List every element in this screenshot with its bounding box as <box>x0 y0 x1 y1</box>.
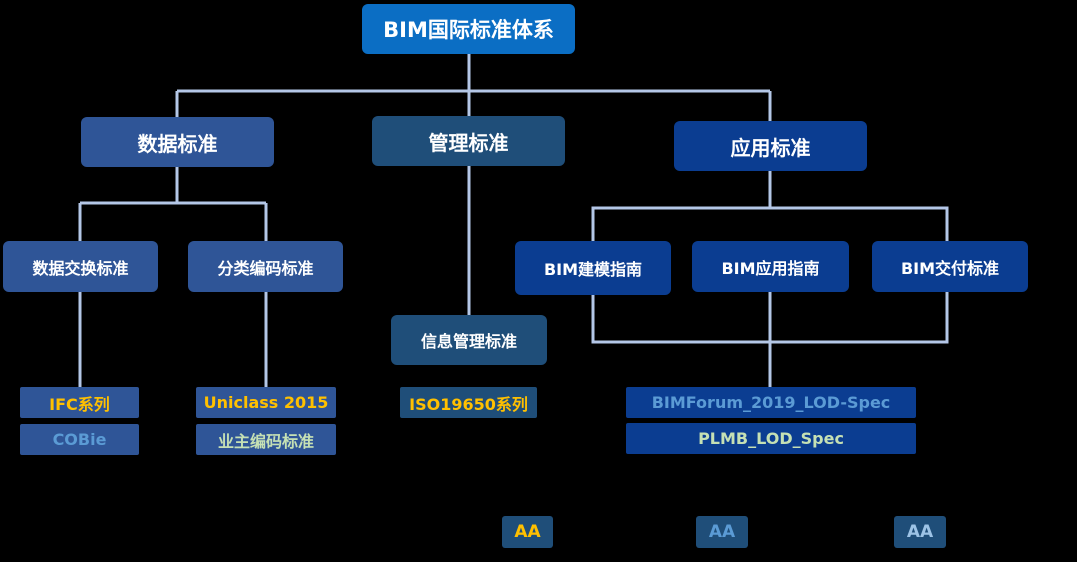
category-application-standard: 应用标准 <box>674 121 867 171</box>
subcategory-bim-delivery: BIM交付标准 <box>872 241 1028 292</box>
standard-cobie: COBie <box>20 424 139 455</box>
subcategory-bim-application: BIM应用指南 <box>692 241 849 292</box>
standard-uniclass: Uniclass 2015 <box>196 387 336 418</box>
connector-application-frame <box>591 206 949 241</box>
category-management-standard: 管理标准 <box>372 116 565 166</box>
subcategory-data-exchange: 数据交换标准 <box>3 241 158 292</box>
category-data-standard: 数据标准 <box>81 117 274 167</box>
standard-iso19650: ISO19650系列 <box>400 387 537 418</box>
standard-owner-code: 业主编码标准 <box>196 424 336 455</box>
badge-aa-3: AA <box>894 516 946 548</box>
badge-aa-1: AA <box>502 516 553 548</box>
standard-plmb: PLMB_LOD_Spec <box>626 423 916 454</box>
badge-aa-2: AA <box>696 516 748 548</box>
standard-bimforum: BIMForum_2019_LOD-Spec <box>626 387 916 418</box>
subcategory-bim-modeling: BIM建模指南 <box>515 241 671 295</box>
subcategory-info-management: 信息管理标准 <box>391 315 547 365</box>
root-node: BIM国际标准体系 <box>362 4 575 54</box>
standard-ifc: IFC系列 <box>20 387 139 418</box>
subcategory-classification: 分类编码标准 <box>188 241 343 292</box>
